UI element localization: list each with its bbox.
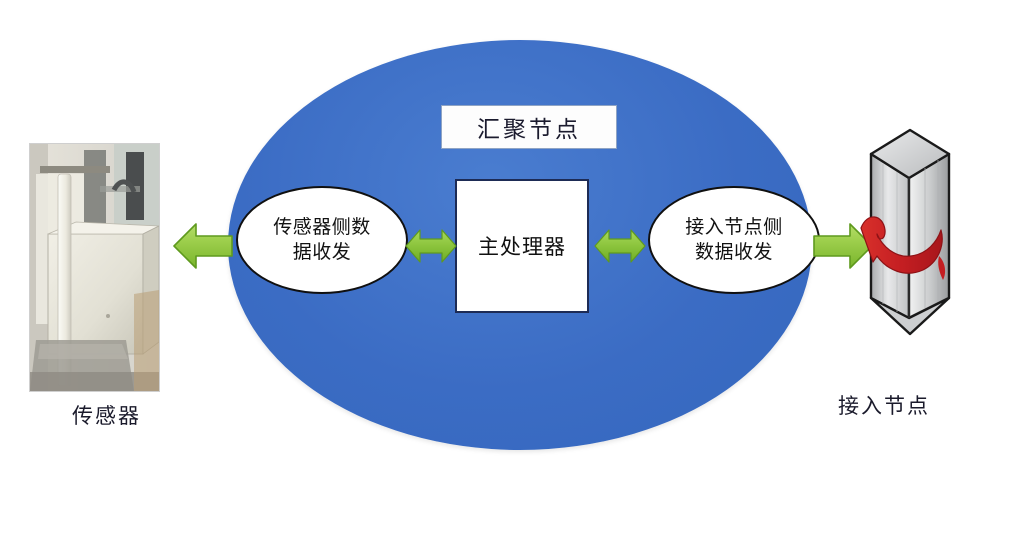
- arrow-left-icon: [172, 218, 234, 274]
- arrow-double-right-icon: [593, 224, 647, 268]
- access-side-transceiver-line2: 数据收发: [694, 241, 773, 263]
- sink-node-title-label: 汇聚节点: [477, 117, 581, 143]
- access-side-transceiver-node: 接入节点侧 数据收发: [648, 186, 820, 294]
- sink-node-title-box: 汇聚节点: [441, 105, 617, 149]
- access-side-transceiver-line1: 接入节点侧: [685, 215, 783, 238]
- access-node-tower-icon: [853, 122, 975, 362]
- sensor-side-transceiver-line2: 据收发: [292, 241, 352, 263]
- access-node-caption: 接入节点: [838, 394, 930, 418]
- arrow-double-left-icon: [404, 224, 458, 268]
- sensor-photo: [29, 143, 160, 392]
- sensor-side-transceiver-node: 传感器侧数 据收发: [236, 186, 408, 294]
- access-side-transceiver-label: 接入节点侧 数据收发: [673, 215, 795, 265]
- main-processor-label: 主处理器: [478, 235, 566, 259]
- sensor-side-transceiver-label: 传感器侧数 据收发: [261, 215, 383, 265]
- sensor-caption: 传感器: [72, 404, 141, 428]
- sensor-side-transceiver-line1: 传感器侧数: [273, 215, 371, 238]
- main-processor-box: 主处理器: [455, 179, 589, 313]
- arrow-right-icon: [812, 218, 874, 274]
